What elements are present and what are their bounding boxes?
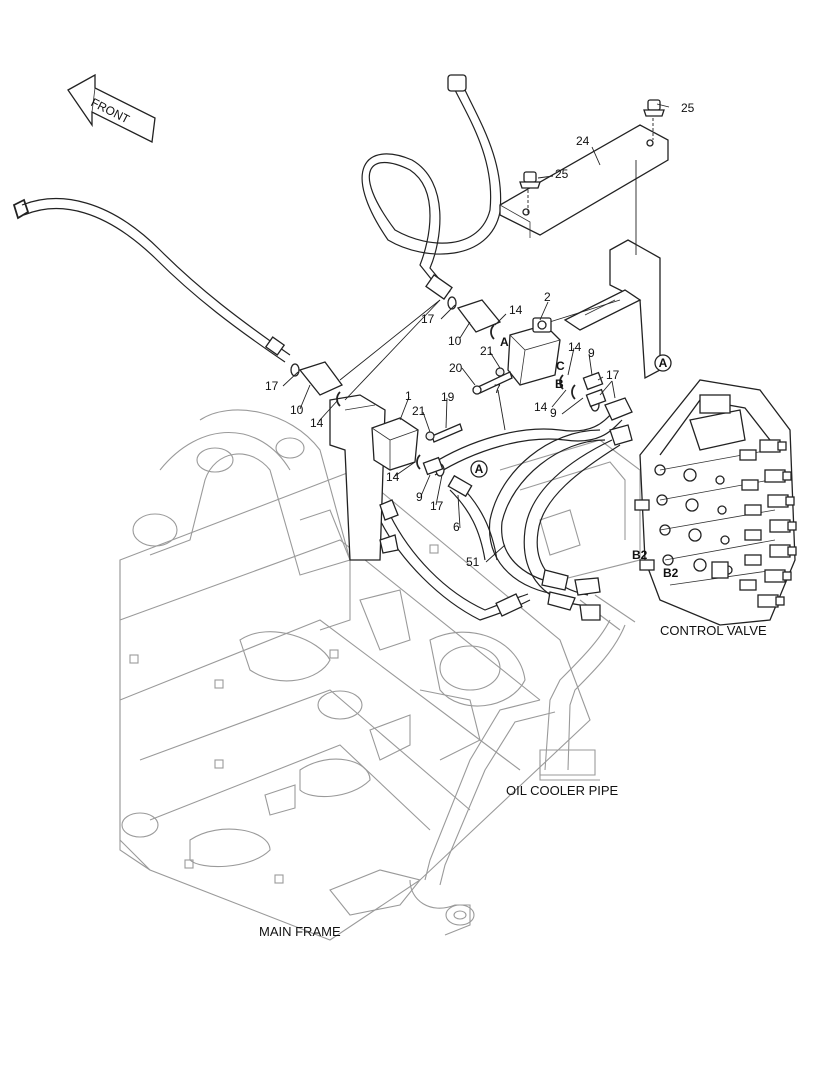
section-mark-a-lower: A xyxy=(470,460,488,478)
view-label-b2: B2 xyxy=(663,566,679,580)
callout-numbers: 25 24 25 2 14 17 10 21 20 14 9 17 14 9 1… xyxy=(265,101,695,569)
callout-10: 10 xyxy=(448,334,462,348)
valve-block-2 xyxy=(507,324,561,386)
callout-17: 17 xyxy=(265,379,279,393)
callout-19: 19 xyxy=(441,390,455,404)
control-valve-spools xyxy=(739,439,797,608)
callout-14: 14 xyxy=(310,416,324,430)
callout-21: 21 xyxy=(412,404,426,418)
callout-14: 14 xyxy=(509,303,523,317)
callout-9: 9 xyxy=(550,406,557,420)
connector-10-left xyxy=(298,361,344,396)
bracket-4-left xyxy=(329,394,386,561)
port-label-c: C xyxy=(556,359,565,373)
view-label-b2: B2 xyxy=(632,548,648,562)
port-labels: A B C B2 B2 xyxy=(500,335,679,580)
port-label-b: B xyxy=(555,377,564,391)
block-1 xyxy=(371,417,419,471)
caption-main-frame: MAIN FRAME xyxy=(259,924,341,939)
callout-7: 7 xyxy=(494,382,501,396)
main-frame-drawing xyxy=(119,409,641,941)
control-valve-drawing xyxy=(634,379,797,626)
section-mark-a-upper: A xyxy=(654,354,672,372)
callout-17: 17 xyxy=(606,368,620,382)
brackets-drawing xyxy=(329,118,669,561)
caption-control-valve: CONTROL VALVE xyxy=(660,623,767,638)
callout-2: 2 xyxy=(544,290,551,304)
section-mark-text: A xyxy=(659,356,668,370)
small-parts xyxy=(290,99,665,554)
oil-cooler-pipe-drawing xyxy=(409,594,636,936)
callout-17: 17 xyxy=(421,312,435,326)
callout-21: 21 xyxy=(480,344,494,358)
callout-25: 25 xyxy=(681,101,695,115)
callout-10: 10 xyxy=(290,403,304,417)
section-mark-text: A xyxy=(475,462,484,476)
callout-51: 51 xyxy=(466,555,480,569)
callout-14: 14 xyxy=(534,400,548,414)
front-arrow: FRONT xyxy=(67,73,156,143)
callout-6: 6 xyxy=(453,520,460,534)
callout-14: 14 xyxy=(386,470,400,484)
port-label-a: A xyxy=(500,335,509,349)
caption-oil-cooler-pipe: OIL COOLER PIPE xyxy=(506,783,619,798)
callout-14: 14 xyxy=(568,340,582,354)
callout-25: 25 xyxy=(555,167,569,181)
callout-leaders xyxy=(282,103,670,563)
callout-24: 24 xyxy=(576,134,590,148)
callout-20: 20 xyxy=(449,361,463,375)
bracket-24 xyxy=(499,124,669,236)
callout-9: 9 xyxy=(416,490,423,504)
connector-10-upper xyxy=(456,299,502,333)
bracket-4-right xyxy=(609,239,661,380)
callout-9: 9 xyxy=(588,346,595,360)
callout-1: 1 xyxy=(405,389,412,403)
callout-17: 17 xyxy=(430,499,444,513)
